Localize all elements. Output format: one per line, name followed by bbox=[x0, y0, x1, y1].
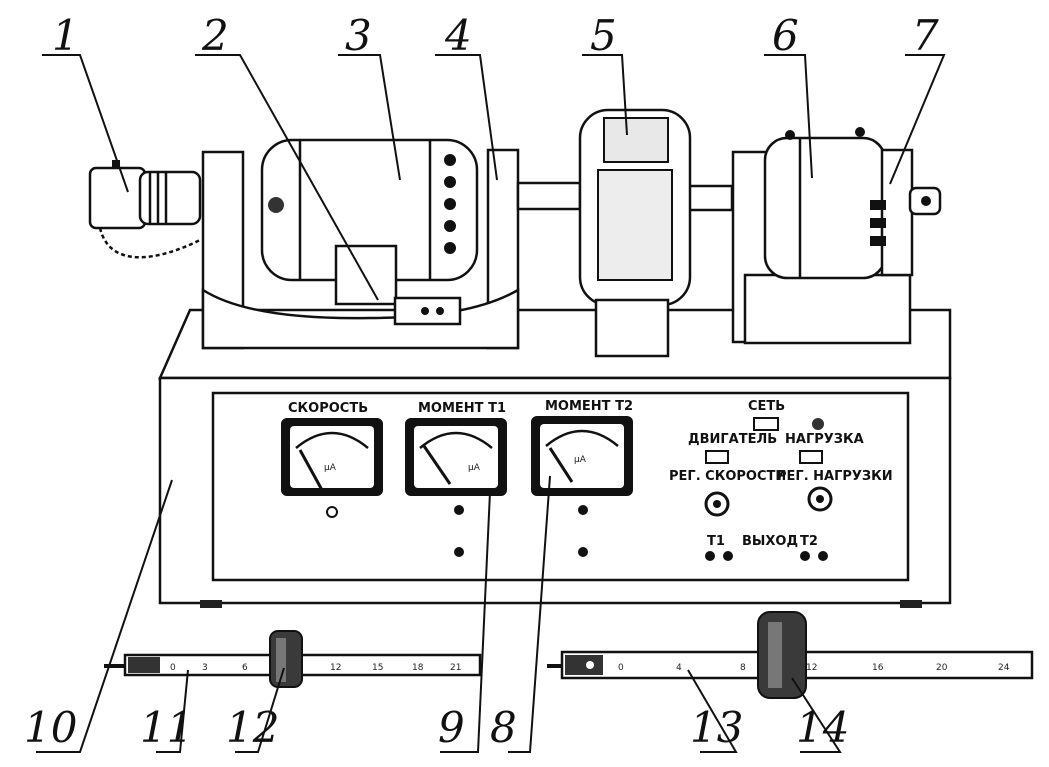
weight-14[interactable] bbox=[757, 611, 807, 699]
callout-10: 10 bbox=[24, 703, 77, 752]
lever-right-mark-3: 12 bbox=[806, 663, 817, 673]
lever-left-mark-5: 15 bbox=[372, 663, 383, 673]
load-indicator bbox=[799, 450, 823, 464]
callout-12: 12 bbox=[226, 703, 279, 752]
label-t2: Т2 bbox=[800, 534, 818, 549]
lever-right-mark-6: 24 bbox=[998, 663, 1010, 673]
jack-t1-b[interactable] bbox=[723, 551, 733, 561]
label-engine: ДВИГАТЕЛЬ bbox=[688, 432, 777, 447]
lever-right-mark-2: 8 bbox=[740, 663, 746, 673]
lever-left-mark-6: 18 bbox=[412, 663, 424, 673]
label-speed: СКОРОСТЬ bbox=[288, 401, 368, 416]
motor-3 bbox=[260, 138, 479, 282]
gauge-moment-t2: μA bbox=[531, 416, 633, 557]
network-switch[interactable] bbox=[812, 418, 824, 430]
torque-sensor-2 bbox=[334, 244, 462, 326]
label-load-regulator: РЕГ. НАГРУЗКИ bbox=[777, 469, 893, 484]
label-moment-t2: МОМЕНТ Т2 bbox=[545, 399, 633, 414]
motor-stand-4 bbox=[201, 148, 520, 350]
tachogenerator-1 bbox=[88, 160, 202, 259]
jack-t1-a[interactable] bbox=[705, 551, 715, 561]
engine-indicator bbox=[705, 450, 729, 464]
label-t1: Т1 bbox=[707, 534, 725, 549]
gauge-moment-t1: μA bbox=[405, 418, 507, 557]
lever-right-mark-5: 20 bbox=[936, 663, 948, 673]
label-moment-t1: МОМЕНТ Т1 bbox=[418, 401, 506, 416]
callout-5: 5 bbox=[590, 11, 617, 60]
callout-11: 11 bbox=[140, 703, 193, 752]
leader-lines bbox=[36, 54, 946, 753]
lever-left-mark-1: 3 bbox=[202, 663, 208, 673]
lever-right-mark-4: 16 bbox=[872, 663, 884, 673]
callout-4: 4 bbox=[444, 11, 472, 60]
flywheel-5 bbox=[578, 108, 692, 358]
lever-left-mark-4: 12 bbox=[330, 663, 341, 673]
callout-2: 2 bbox=[201, 11, 229, 60]
lever-right-mark-1: 4 bbox=[676, 663, 682, 673]
callout-9: 9 bbox=[438, 703, 465, 752]
callout-7: 7 bbox=[912, 11, 939, 60]
lever-right-mark-0: 0 bbox=[618, 663, 624, 673]
brake-7 bbox=[870, 148, 942, 277]
jack-t2-b[interactable] bbox=[818, 551, 828, 561]
gauge-speed: μA bbox=[281, 418, 383, 518]
load-generator-6 bbox=[731, 127, 912, 345]
callout-6: 6 bbox=[772, 11, 799, 60]
callout-1: 1 bbox=[52, 11, 79, 60]
label-network: СЕТЬ bbox=[748, 399, 785, 414]
gauge-speed-unit: μA bbox=[324, 463, 337, 473]
lever-left-mark-7: 21 bbox=[450, 663, 461, 673]
jack-t2-a[interactable] bbox=[800, 551, 810, 561]
lever-left-mark-2: 6 bbox=[242, 663, 248, 673]
label-speed-regulator: РЕГ. СКОРОСТИ bbox=[669, 469, 786, 484]
callout-14: 14 bbox=[796, 703, 849, 752]
lever-left-mark-0: 0 bbox=[170, 663, 176, 673]
callout-13: 13 bbox=[690, 703, 743, 752]
label-load: НАГРУЗКА bbox=[785, 432, 864, 447]
label-output: ВЫХОД bbox=[742, 534, 798, 549]
callout-3: 3 bbox=[345, 11, 372, 60]
weight-12[interactable] bbox=[269, 630, 303, 688]
callout-8: 8 bbox=[490, 703, 517, 752]
network-indicator bbox=[753, 417, 779, 431]
gauge-t1-unit: μA bbox=[468, 463, 481, 473]
gauge-t2-unit: μA bbox=[574, 455, 587, 465]
